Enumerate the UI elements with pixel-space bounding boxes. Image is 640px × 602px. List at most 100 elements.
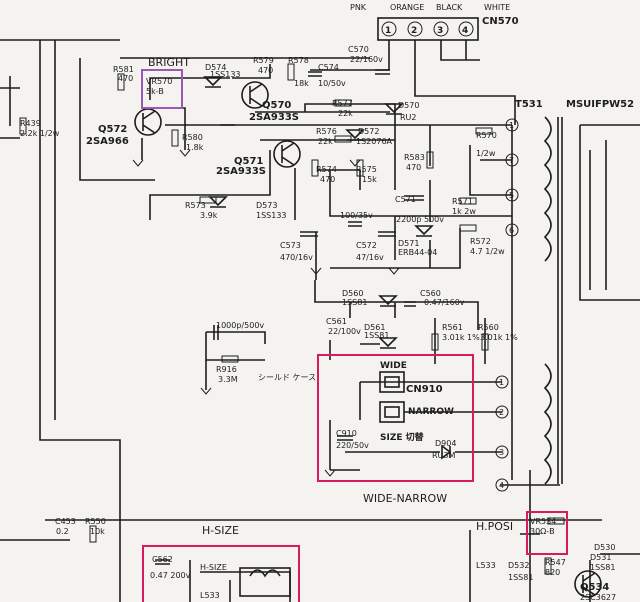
pin-marker-1: 1 <box>509 121 514 130</box>
label-r583-name: R583 <box>404 153 425 162</box>
label-r583-value: 470 <box>406 163 421 172</box>
annotation-bright: BRIGHT <box>148 56 190 69</box>
wire-color-4: WHITE <box>484 3 510 12</box>
label-r580-name: R580 <box>182 133 203 142</box>
label-r572-name: R572 <box>470 237 491 246</box>
label-q571-value: 2SA933S <box>216 166 266 177</box>
cn910-narrow-label: NARROW <box>408 407 454 417</box>
pin-markers: 1 7 5 6 <box>505 118 519 237</box>
label-c910-name: C910 <box>336 429 357 438</box>
label-d561-value: 1SS81 <box>364 331 389 340</box>
label-r560-value: 3.01k 1% <box>480 333 518 342</box>
label-r575-name: R575 <box>356 165 377 174</box>
label-r561-value: 3.01k 1% <box>442 333 480 342</box>
label-r547-value: 820 <box>545 568 560 577</box>
label-r573-value: 3.9k <box>200 211 218 220</box>
label-c560-name: C560 <box>420 289 441 298</box>
label-q534-value: 2SC3627 <box>580 593 616 602</box>
cn570-title: CN570 <box>482 16 519 27</box>
label-r575-value: 15k <box>362 175 377 184</box>
label-c1000p-value: 1000p/500v <box>216 321 264 330</box>
label-c572-name: C572 <box>356 241 377 250</box>
label-vr570-value: 5k-B <box>146 87 164 96</box>
label-c561-name: C561 <box>326 317 347 326</box>
wire-color-2: ORANGE <box>390 3 424 12</box>
component-labels: VR570 5k-B R581 470 D574 1SS133 R579 470… <box>20 45 616 602</box>
label-r439-name: R439 <box>20 119 41 128</box>
label-hsize-coil-name: H-SIZE <box>200 563 227 572</box>
wire-color-1: PNK <box>350 3 367 12</box>
label-d574-name: D574 <box>205 63 226 72</box>
label-r439-value: 2.2k 1/2w <box>20 129 60 138</box>
cn910-pin-1: 1 <box>499 378 504 387</box>
transistors <box>134 81 602 598</box>
label-r571-name: R571 <box>452 197 473 206</box>
label-r576-name: R576 <box>316 127 337 136</box>
cn570-pin-3: 3 <box>437 26 443 36</box>
label-r547-name: R547 <box>545 558 566 567</box>
label-r560-name: R560 <box>478 323 499 332</box>
label-c570-name: C570 <box>348 45 369 54</box>
cn910-title: CN910 <box>406 384 443 395</box>
label-c572-value: 47/16v <box>356 253 384 262</box>
label-q571-name: Q571 <box>234 156 263 167</box>
label-r571-value: 1k 2w <box>452 207 476 216</box>
label-c573-name: C573 <box>280 241 301 250</box>
label-c574-name: C574 <box>318 63 339 72</box>
label-r579-name: R579 <box>253 56 274 65</box>
label-shield-value: シールド ケース <box>258 373 316 382</box>
label-d531-name: D531 <box>590 553 611 562</box>
label-q570-name: Q570 <box>262 100 291 111</box>
label-r578-name: R578 <box>288 56 309 65</box>
cn910-pin-2: 2 <box>499 408 504 417</box>
passive-glyphs: 1 2 3 4 WIDE NARROW SIZE 切替 CN910 <box>19 63 565 597</box>
label-q534-name: Q534 <box>580 582 609 593</box>
label-d570-value: RU2 <box>400 113 417 122</box>
label-d560-name: D560 <box>342 289 363 298</box>
label-c571-name: C571 <box>395 195 416 204</box>
label-d571-value: ERB44-04 <box>398 248 437 257</box>
label-d573-name: D573 <box>256 201 277 210</box>
label-r574-value: 470 <box>320 175 335 184</box>
cn570-pin-4: 4 <box>462 26 468 36</box>
transformer-label: T531 <box>515 99 543 110</box>
label-r574-name: R574 <box>316 165 337 174</box>
label-d572-name: D572 <box>358 127 379 136</box>
label-r573-name: R573 <box>185 201 206 210</box>
label-d573-value: 1SS133 <box>256 211 287 220</box>
label-d571-name: D571 <box>398 239 419 248</box>
label-c910-value: 220/50v <box>336 441 369 450</box>
label-d560-value: 1SS81 <box>342 298 367 307</box>
annotation-h-posi: H.POSI <box>476 520 513 533</box>
label-c573-value: 470/16v <box>280 253 313 262</box>
label-vr570-name: VR570 <box>146 77 172 86</box>
label-d531-value: 1SS81 <box>590 563 615 572</box>
label-q572-value: 2SA966 <box>86 136 129 147</box>
label-r581-name: R581 <box>113 65 134 74</box>
wire-color-3: BLACK <box>436 3 463 12</box>
label-r577-value: 22k <box>338 109 353 118</box>
label-c570-value: 22/160v <box>350 55 383 64</box>
label-r580-value: 1.8k <box>186 143 204 152</box>
transformer-t531: T531 MSUIFPW52 <box>515 99 640 485</box>
pin-marker-5: 5 <box>509 191 514 200</box>
annotation-h-size: H-SIZE <box>202 524 239 537</box>
label-d572-value: 1S2076A <box>356 137 393 146</box>
label-d904-name: D904 <box>435 439 456 448</box>
label-d532-value: 1SS81 <box>508 573 533 582</box>
wires <box>0 39 640 602</box>
cn910-pin-4: 4 <box>499 481 504 490</box>
pin-marker-7: 7 <box>509 156 514 165</box>
annotation-wide-narrow: WIDE-NARROW <box>363 492 447 505</box>
label-r581-value: 470 <box>118 74 133 83</box>
label-r570-value: 1/2w <box>476 149 496 158</box>
label-c574-value: 10/50v <box>318 79 346 88</box>
label-r916-name: R916 <box>216 365 237 374</box>
label-d574-value: 1SS133 <box>210 70 241 79</box>
label-r550-name: R550 <box>85 517 106 526</box>
label-c5xx-value: 100/35v <box>340 211 373 220</box>
label-c453-value: 0.2 <box>56 527 69 536</box>
annotation-boxes: BRIGHT WIDE-NARROW H-SIZE H.POSI <box>141 56 568 602</box>
label-hsize-coil-value: L533 <box>200 591 220 600</box>
